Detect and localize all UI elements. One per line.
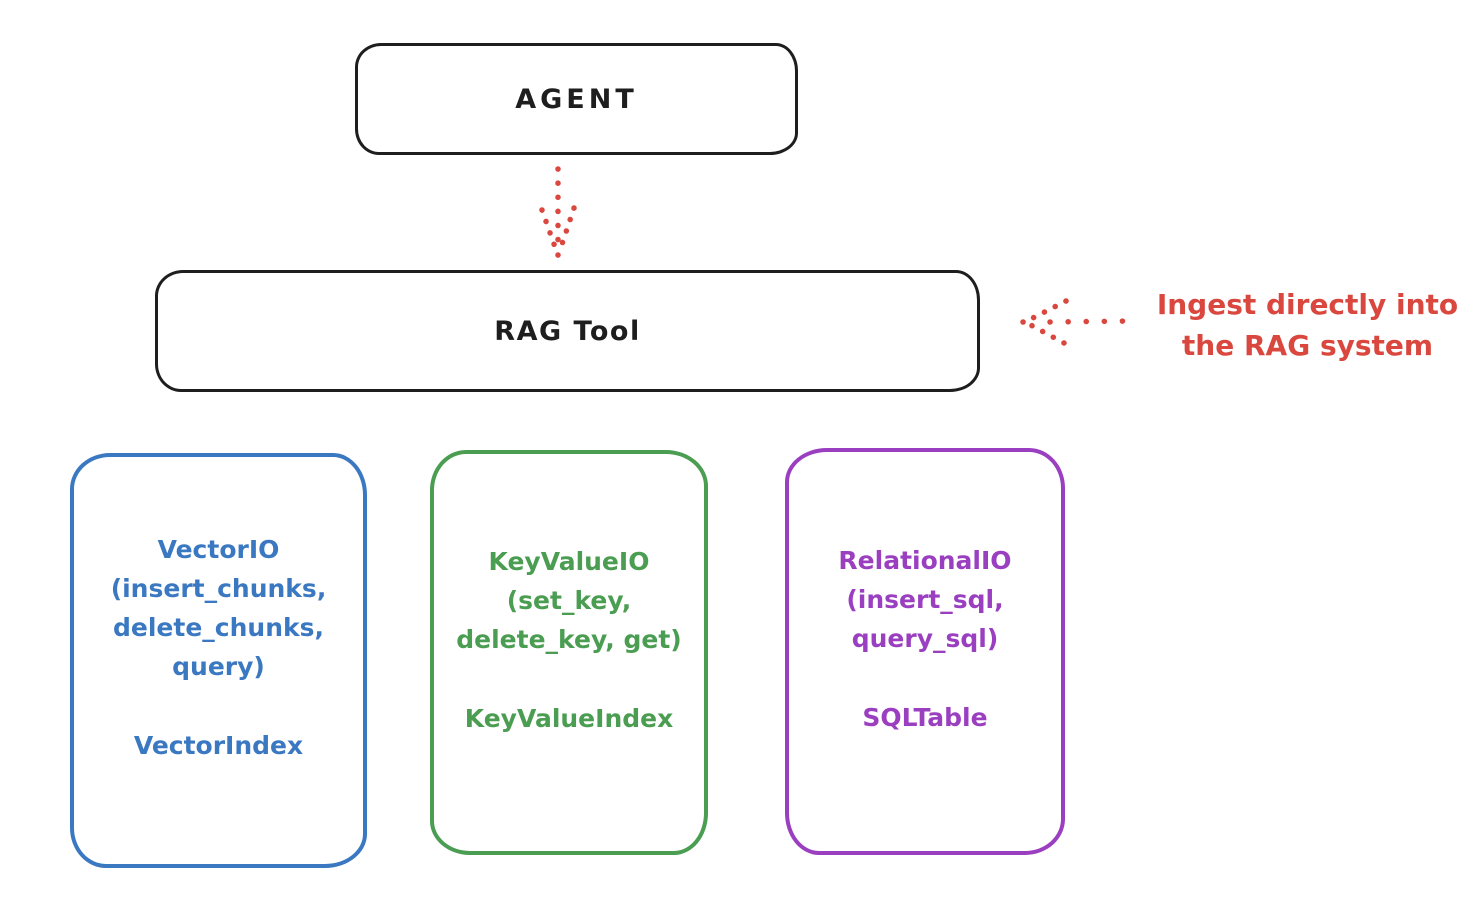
vectorio-param-line: (insert_chunks, (110, 574, 327, 603)
backend-card-keyvalueio: KeyValueIO (set_key, delete_key, get) Ke… (430, 450, 708, 855)
ingest-annotation-line1: Ingest directly into (1156, 288, 1459, 321)
backend-card-vectorio: VectorIO (insert_chunks, delete_chunks, … (70, 453, 367, 868)
backend-card-relationalio: RelationalIO (insert_sql, query_sql) SQL… (785, 448, 1065, 855)
vectorio-param-line: delete_chunks, (113, 613, 324, 642)
agent-node: AGENT (355, 43, 798, 155)
relationalio-param-line: query_sql) (851, 623, 999, 653)
relationalio-title: RelationalIO (838, 545, 1012, 575)
rag-tool-node: RAG Tool (155, 270, 980, 392)
keyvalueio-param-line: delete_key, get) (456, 624, 682, 654)
ingest-annotation: Ingest directly into the RAG system (1135, 284, 1480, 366)
ingest-annotation-line2: the RAG system (1181, 329, 1434, 362)
vectorio-param-line: query) (172, 652, 265, 681)
keyvalueio-index-label: KeyValueIndex (464, 703, 674, 733)
relationalio-param-line: (insert_sql, (846, 584, 1004, 614)
agent-label: AGENT (515, 83, 638, 115)
rag-tool-label: RAG Tool (494, 315, 641, 347)
ingest-annotation-arrow (1020, 298, 1133, 346)
relationalio-index-label: SQLTable (862, 702, 988, 732)
vectorio-index-label: VectorIndex (133, 731, 304, 760)
keyvalueio-title: KeyValueIO (488, 546, 650, 576)
agent-to-ragtool-arrow (539, 166, 577, 258)
keyvalueio-param-line: (set_key, (506, 585, 632, 615)
vectorio-title: VectorIO (157, 535, 280, 564)
